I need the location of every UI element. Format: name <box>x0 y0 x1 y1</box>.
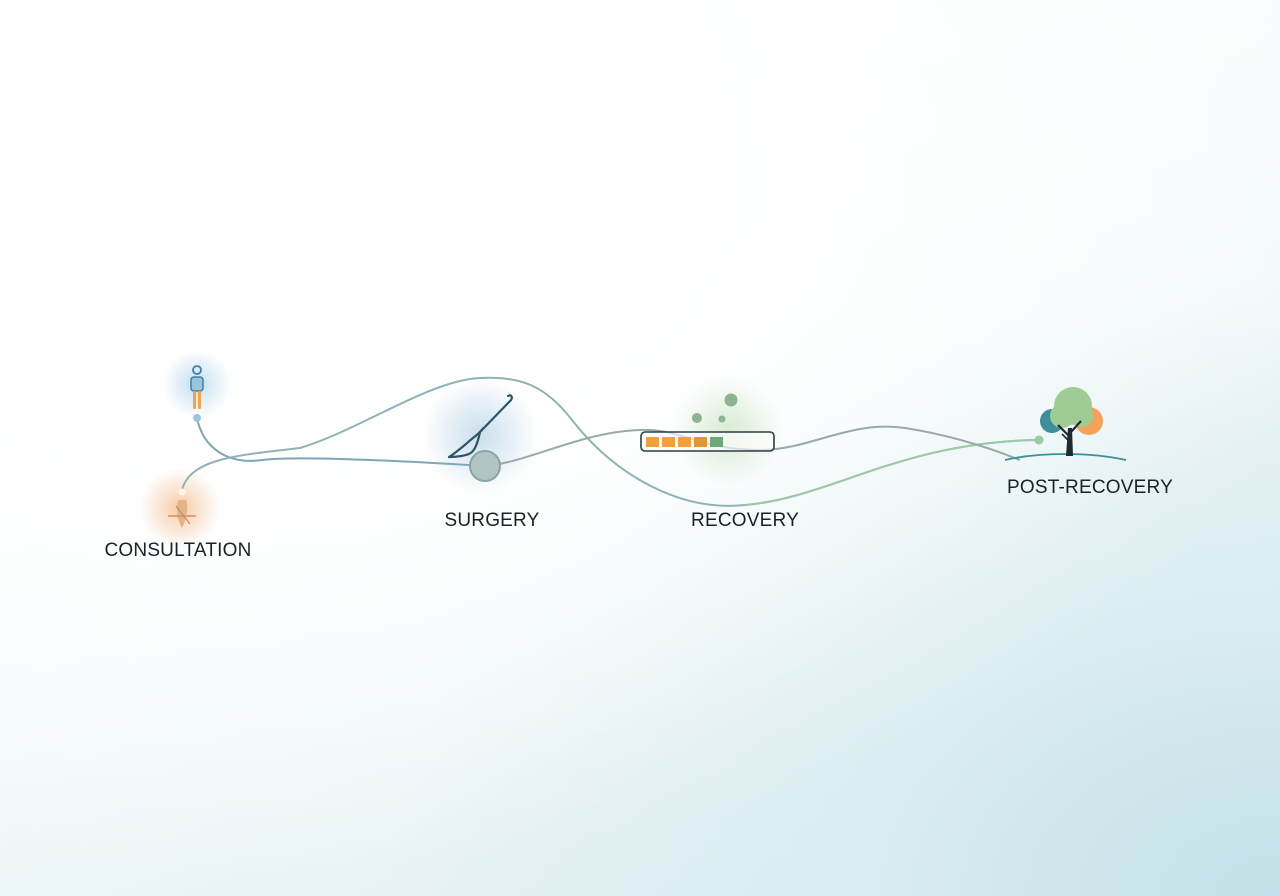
stage-label-surgery: SURGERY <box>444 510 540 531</box>
post-recovery-endpoint-dot <box>1034 435 1044 445</box>
progress-segment <box>646 437 659 447</box>
stage-label-recovery: RECOVERY <box>691 510 799 531</box>
recovery-bubble <box>692 413 702 423</box>
progress-segments <box>646 437 723 447</box>
consultation-origin-icon <box>168 488 196 528</box>
progress-segment-current <box>710 437 723 447</box>
progress-segment <box>662 437 675 447</box>
progress-segment <box>678 437 691 447</box>
stage-label-post-recovery: POST-RECOVERY <box>1007 477 1173 498</box>
journey-path-green-tail <box>744 439 1039 506</box>
surgery-node <box>469 450 501 482</box>
person-icon <box>190 365 204 422</box>
progress-segment <box>694 437 707 447</box>
journey-path-arc <box>181 376 1039 507</box>
stage-label-consultation: CONSULTATION <box>104 540 252 561</box>
tree-icon <box>1004 387 1127 461</box>
progress-bar-icon <box>640 431 775 452</box>
recovery-bubble <box>724 393 738 407</box>
recovery-bubble <box>718 415 726 423</box>
journey-path-blue <box>196 417 486 467</box>
progress-bar-frame <box>640 431 775 452</box>
scalpel-icon <box>447 394 513 459</box>
